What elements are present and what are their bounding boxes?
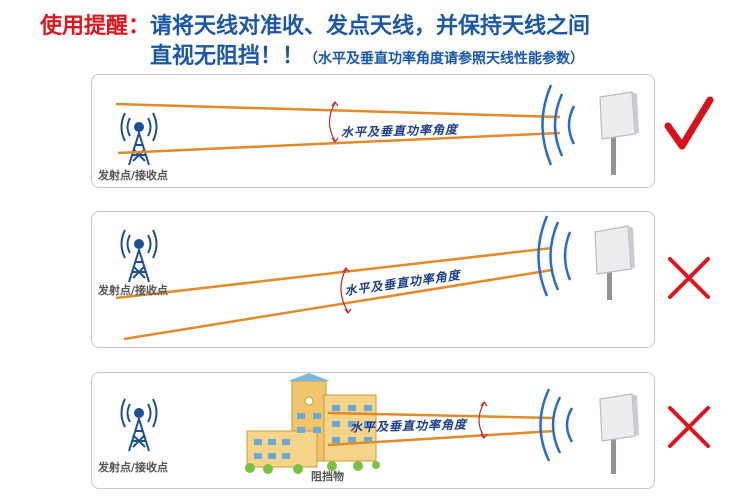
signal-wave-icon: [537, 215, 572, 297]
antenna-panel-icon: [599, 393, 639, 474]
obstacle-label: 阻挡物: [311, 470, 344, 483]
panel-correct-alignment: 发射点/接收点 水平及垂直功率角度: [91, 74, 655, 188]
check-icon: [664, 96, 714, 150]
reminder-emphasis: 直视无阻挡！！: [150, 44, 305, 69]
reminder-message: 请将天线对准收、发点天线，并保持天线之间: [150, 14, 591, 39]
reminder-line-1: 使用提醒：请将天线对准收、发点天线，并保持天线之间: [40, 8, 590, 40]
reminder-note: （水平及垂直功率角度请参照天线性能参数）: [304, 51, 585, 67]
tx-rx-label: 发射点/接收点: [98, 284, 169, 297]
signal-wave-icon: [539, 388, 574, 462]
beam-angle-label: 水平及垂直功率角度: [340, 122, 459, 140]
tx-rx-label: 发射点/接收点: [98, 169, 169, 182]
tower-icon: [120, 229, 158, 283]
beam-lines: [327, 411, 555, 447]
tx-rx-label: 发射点/接收点: [98, 461, 169, 474]
beam-lines: [115, 102, 561, 155]
antenna-panel-icon: [594, 225, 635, 300]
tower-icon: [120, 398, 158, 452]
panel-obstacle: 发射点/接收点 阻挡物 水平及垂直功率角度: [91, 372, 655, 489]
angle-arrow-icon: [340, 267, 352, 314]
angle-arrow-icon: [478, 401, 488, 439]
header: 使用提醒：请将天线对准收、发点天线，并保持天线之间 直视无阻挡！！（水平及垂直功…: [0, 0, 750, 70]
panel-misaligned-beam: 发射点/接收点 水平及垂直功率角度: [91, 211, 655, 348]
antenna-panel-icon: [599, 91, 639, 175]
building-icon: [245, 373, 380, 474]
signal-wave-icon: [541, 84, 576, 166]
reminder-label: 使用提醒：: [40, 14, 151, 39]
angle-arrow-icon: [328, 101, 339, 143]
panel-1-graphic: [115, 84, 639, 175]
panel-3-graphic: [120, 373, 639, 474]
tower-icon: [120, 112, 158, 166]
cross-icon: [668, 406, 710, 448]
reminder-line-2: 直视无阻挡！！（水平及垂直功率角度请参照天线性能参数）: [150, 38, 584, 70]
panel-2-graphic: [115, 215, 635, 341]
cross-icon: [668, 257, 710, 299]
beam-angle-label: 水平及垂直功率角度: [349, 417, 468, 435]
beam-lines: [115, 246, 553, 341]
